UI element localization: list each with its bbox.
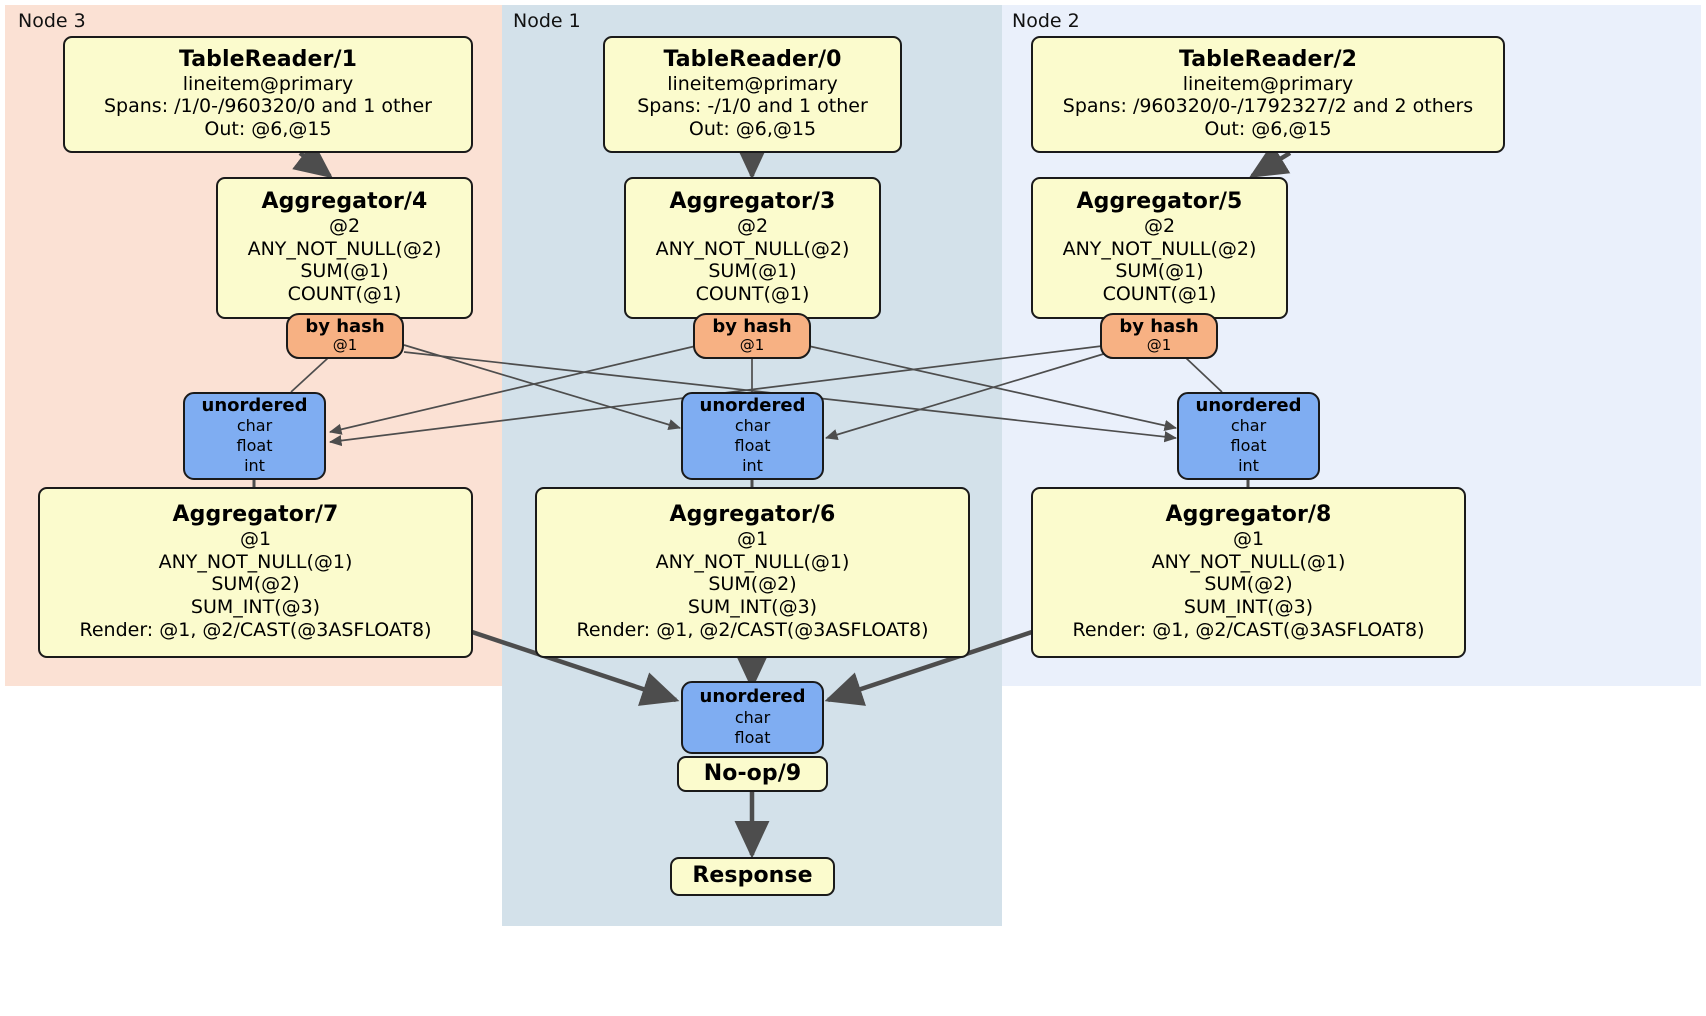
synchronizer-unordered-left[interactable]: unordered char float int bbox=[183, 392, 326, 480]
processor-title: TableReader/1 bbox=[178, 46, 358, 72]
processor-detail: @1 bbox=[1232, 527, 1265, 550]
processor-detail: lineitem@primary bbox=[1182, 72, 1354, 95]
synchronizer-type: float bbox=[236, 436, 273, 456]
processor-detail: SUM(@2) bbox=[708, 573, 797, 596]
processor-render: Render: @1, @2/CAST(@3ASFLOAT8) bbox=[576, 619, 929, 641]
processor-detail: Spans: -/1/0 and 1 other bbox=[637, 95, 868, 118]
processor-tablereader-1[interactable]: TableReader/1 lineitem@primary Spans: /1… bbox=[63, 36, 473, 153]
processor-detail: SUM(@2) bbox=[1204, 573, 1293, 596]
processor-detail: Out: @6,@15 bbox=[688, 118, 817, 141]
synchronizer-type: char bbox=[236, 416, 273, 436]
node-label-node1: Node 1 bbox=[513, 10, 581, 32]
router-by-hash-center[interactable]: by hash @1 bbox=[693, 313, 811, 359]
processor-detail: ANY_NOT_NULL(@2) bbox=[655, 237, 850, 260]
processor-detail: SUM(@1) bbox=[300, 260, 389, 283]
processor-detail: @2 bbox=[736, 214, 769, 237]
router-detail: @1 bbox=[739, 336, 765, 355]
processor-detail: SUM(@1) bbox=[708, 260, 797, 283]
processor-detail: ANY_NOT_NULL(@1) bbox=[158, 550, 353, 573]
synchronizer-title: unordered bbox=[201, 394, 308, 416]
processor-detail: Out: @6,@15 bbox=[1204, 118, 1332, 141]
processor-title: Aggregator/3 bbox=[669, 189, 836, 215]
synchronizer-type: float bbox=[1230, 436, 1267, 456]
synchronizer-title: unordered bbox=[1195, 394, 1302, 416]
processor-detail: SUM_INT(@3) bbox=[687, 596, 818, 619]
processor-title: No-op/9 bbox=[703, 760, 802, 786]
processor-detail: lineitem@primary bbox=[667, 72, 838, 95]
processor-title: Response bbox=[692, 863, 813, 889]
processor-detail: Spans: /1/0-/960320/0 and 1 other bbox=[104, 95, 432, 118]
processor-aggregator-4[interactable]: Aggregator/4 @2 ANY_NOT_NULL(@2) SUM(@1)… bbox=[216, 177, 473, 319]
processor-detail: @2 bbox=[1143, 214, 1176, 237]
processor-render: Render: @1, @2/CAST(@3ASFLOAT8) bbox=[1072, 619, 1425, 641]
processor-aggregator-8[interactable]: Aggregator/8 @1 ANY_NOT_NULL(@1) SUM(@2)… bbox=[1031, 487, 1466, 658]
processor-detail: COUNT(@1) bbox=[1102, 283, 1217, 306]
processor-render: Render: @1, @2/CAST(@3ASFLOAT8) bbox=[79, 619, 432, 641]
processor-detail: ANY_NOT_NULL(@1) bbox=[655, 550, 850, 573]
processor-detail: @1 bbox=[736, 527, 769, 550]
synchronizer-type: float bbox=[734, 436, 771, 456]
node-label-node2: Node 2 bbox=[1012, 10, 1080, 32]
processor-noop-9[interactable]: No-op/9 bbox=[677, 756, 828, 792]
processor-aggregator-6[interactable]: Aggregator/6 @1 ANY_NOT_NULL(@1) SUM(@2)… bbox=[535, 487, 970, 658]
router-detail: @1 bbox=[1146, 336, 1172, 355]
processor-title: TableReader/0 bbox=[663, 46, 842, 72]
processor-title: TableReader/2 bbox=[1178, 46, 1358, 72]
synchronizer-type: int bbox=[742, 456, 763, 476]
synchronizer-title: unordered bbox=[699, 394, 806, 416]
router-by-hash-left[interactable]: by hash @1 bbox=[286, 313, 404, 359]
processor-detail: Out: @6,@15 bbox=[204, 118, 332, 141]
processor-detail: ANY_NOT_NULL(@1) bbox=[1151, 550, 1346, 573]
synchronizer-type: char bbox=[734, 416, 771, 436]
processor-title: Aggregator/4 bbox=[261, 189, 428, 215]
processor-title: Aggregator/6 bbox=[669, 502, 836, 528]
router-title: by hash bbox=[305, 316, 385, 338]
synchronizer-unordered-center[interactable]: unordered char float int bbox=[681, 392, 824, 480]
router-title: by hash bbox=[1119, 316, 1199, 338]
processor-tablereader-0[interactable]: TableReader/0 lineitem@primary Spans: -/… bbox=[603, 36, 902, 153]
processor-tablereader-2[interactable]: TableReader/2 lineitem@primary Spans: /9… bbox=[1031, 36, 1505, 153]
processor-detail: SUM(@2) bbox=[211, 573, 300, 596]
router-title: by hash bbox=[712, 316, 792, 338]
processor-detail: SUM(@1) bbox=[1115, 260, 1204, 283]
synchronizer-type: int bbox=[1238, 456, 1259, 476]
router-detail: @1 bbox=[332, 336, 358, 355]
synchronizer-type: float bbox=[734, 727, 771, 747]
processor-aggregator-3[interactable]: Aggregator/3 @2 ANY_NOT_NULL(@2) SUM(@1)… bbox=[624, 177, 881, 319]
router-by-hash-right[interactable]: by hash @1 bbox=[1100, 313, 1218, 359]
processor-detail: ANY_NOT_NULL(@2) bbox=[1062, 237, 1257, 260]
synchronizer-type: char bbox=[1230, 416, 1267, 436]
processor-detail: COUNT(@1) bbox=[695, 283, 810, 306]
processor-aggregator-5[interactable]: Aggregator/5 @2 ANY_NOT_NULL(@2) SUM(@1)… bbox=[1031, 177, 1288, 319]
processor-response[interactable]: Response bbox=[670, 857, 835, 896]
processor-detail: Spans: /960320/0-/1792327/2 and 2 others bbox=[1062, 95, 1474, 118]
processor-detail: ANY_NOT_NULL(@2) bbox=[247, 237, 442, 260]
processor-detail: COUNT(@1) bbox=[287, 283, 402, 306]
processor-detail: SUM_INT(@3) bbox=[1183, 596, 1314, 619]
node-label-node3: Node 3 bbox=[18, 10, 86, 32]
processor-title: Aggregator/5 bbox=[1076, 189, 1243, 215]
synchronizer-title: unordered bbox=[699, 686, 806, 708]
synchronizer-type: int bbox=[244, 456, 265, 476]
processor-title: Aggregator/8 bbox=[1165, 502, 1332, 528]
synchronizer-type: char bbox=[734, 707, 771, 727]
processor-aggregator-7[interactable]: Aggregator/7 @1 ANY_NOT_NULL(@1) SUM(@2)… bbox=[38, 487, 473, 658]
processor-detail: SUM_INT(@3) bbox=[190, 596, 321, 619]
processor-detail: @1 bbox=[239, 527, 272, 550]
processor-detail: @2 bbox=[328, 214, 361, 237]
synchronizer-unordered-right[interactable]: unordered char float int bbox=[1177, 392, 1320, 480]
synchronizer-unordered-final[interactable]: unordered char float bbox=[681, 681, 824, 754]
processor-detail: lineitem@primary bbox=[182, 72, 354, 95]
processor-title: Aggregator/7 bbox=[172, 502, 339, 528]
